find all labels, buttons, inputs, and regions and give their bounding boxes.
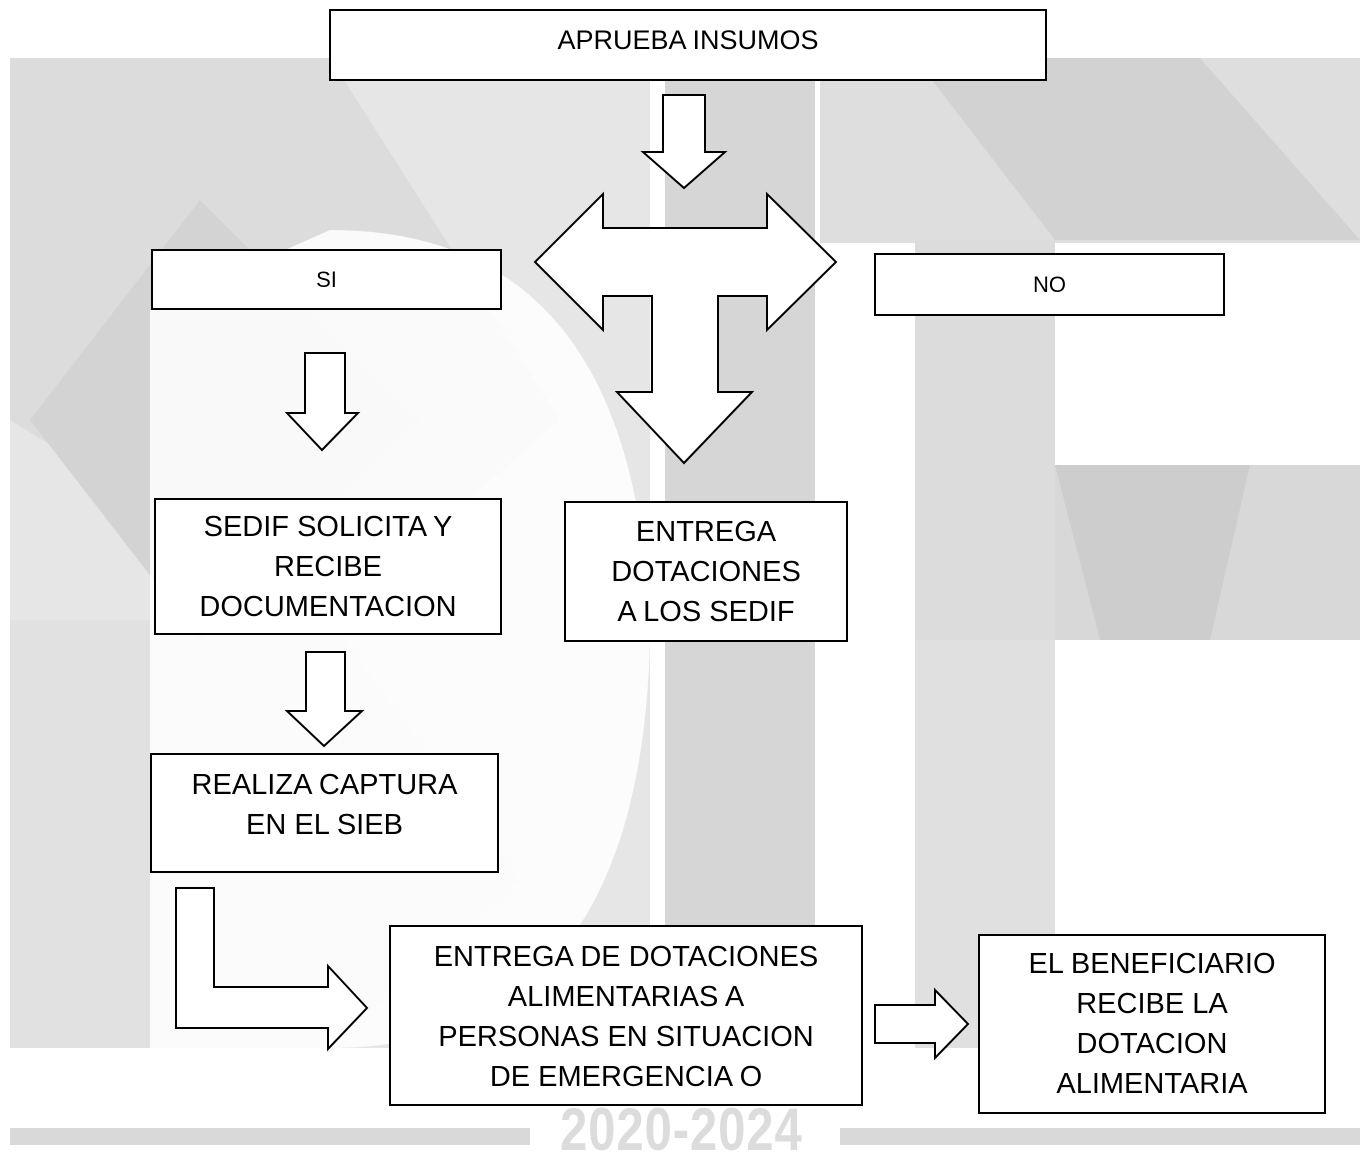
node-entrega-dotaciones: ENTREGA DOTACIONES A LOS SEDIF xyxy=(564,501,848,642)
node-realiza-captura-label: REALIZA CAPTURA EN EL SIEB xyxy=(191,769,458,841)
arrow-three-way xyxy=(533,191,838,465)
node-no: NO xyxy=(874,253,1225,316)
node-aprueba-insumos: APRUEBA INSUMOS xyxy=(329,9,1047,81)
node-aprueba-insumos-label: APRUEBA INSUMOS xyxy=(557,25,819,55)
node-si: SI xyxy=(151,249,502,310)
footer-bar-right xyxy=(840,1128,1360,1145)
node-beneficiario-label: EL BENEFICIARIO RECIBE LA DOTACION ALIME… xyxy=(1028,948,1276,1100)
node-sedif-solicita: SEDIF SOLICITA Y RECIBE DOCUMENTACION xyxy=(154,498,502,635)
node-no-label: NO xyxy=(1033,271,1066,297)
node-realiza-captura: REALIZA CAPTURA EN EL SIEB xyxy=(150,753,499,873)
node-sedif-solicita-label: SEDIF SOLICITA Y RECIBE DOCUMENTACION xyxy=(199,510,457,623)
arrow-right-beneficiario xyxy=(874,987,970,1061)
watermark-year: 2020-2024 xyxy=(560,1096,803,1163)
arrow-down-si xyxy=(284,352,361,452)
node-beneficiario: EL BENEFICIARIO RECIBE LA DOTACION ALIME… xyxy=(978,934,1326,1114)
arrow-down-sedif xyxy=(284,651,365,748)
footer-bar-left xyxy=(10,1128,530,1145)
node-si-label: SI xyxy=(316,266,337,292)
arrow-bent-captura xyxy=(175,887,369,1052)
node-entrega-alimentarias: ENTREGA DE DOTACIONES ALIMENTARIAS A PER… xyxy=(389,925,863,1106)
node-entrega-alimentarias-label: ENTREGA DE DOTACIONES ALIMENTARIAS A PER… xyxy=(433,941,819,1093)
node-entrega-dotaciones-label: ENTREGA DOTACIONES A LOS SEDIF xyxy=(611,515,801,628)
arrow-down-aprueba xyxy=(640,94,728,190)
